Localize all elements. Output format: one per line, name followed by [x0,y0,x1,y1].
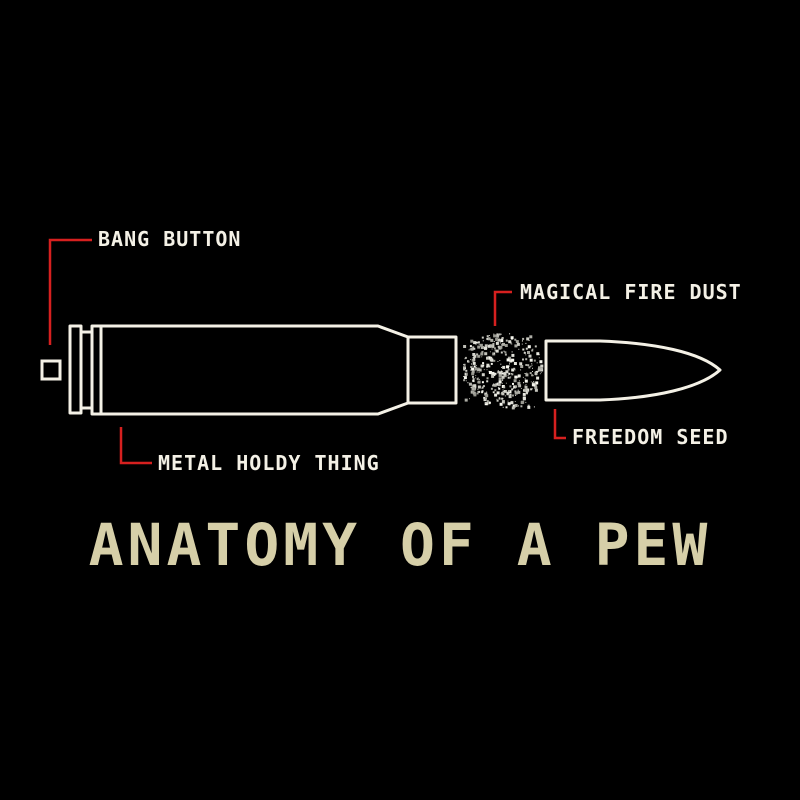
page-title: ANATOMY OF A PEW [88,511,712,579]
powder-label: MAGICAL FIRE DUST [520,280,742,304]
primer-icon [40,359,62,381]
bullet-leader-line [553,409,566,440]
bullet-label: FREEDOM SEED [572,425,729,449]
leader-lines [48,238,566,465]
primer-leader-line [48,238,92,345]
casing-label: METAL HOLDY THING [158,451,380,475]
bullet-icon [544,339,722,402]
casing-leader-line [119,427,152,465]
casing-icon [68,324,458,416]
primer-label: BANG BUTTON [98,227,242,251]
powder-leader-line [493,290,512,326]
powder-particles-icon [463,333,544,410]
